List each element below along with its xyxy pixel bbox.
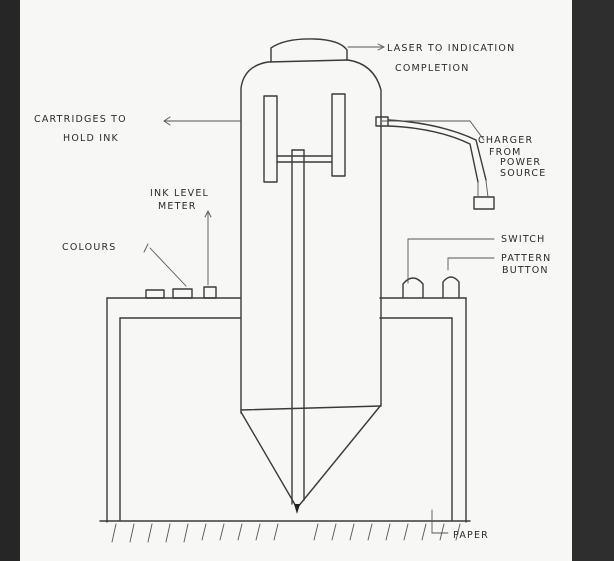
label-paper: PAPER <box>453 530 489 541</box>
label-ink-level-2: METER <box>158 201 197 212</box>
colour-buttons <box>146 287 216 298</box>
label-switch: SWITCH <box>501 234 545 245</box>
label-charger-4: SOURCE <box>500 168 546 179</box>
pen-body <box>241 39 381 514</box>
label-pattern-2: BUTTON <box>502 265 549 276</box>
charger-cable <box>376 117 494 209</box>
leader-lines <box>144 44 494 533</box>
label-laser: LASER TO INDICATION <box>387 43 515 54</box>
label-colours: COLOURS <box>62 242 117 253</box>
switch-buttons <box>403 277 459 297</box>
table-stand <box>107 298 466 522</box>
label-charger: CHARGER <box>478 135 533 146</box>
label-laser-2: COMPLETION <box>395 63 470 74</box>
label-cartridges-2: HOLD INK <box>63 133 119 144</box>
label-charger-3: POWER <box>500 157 541 168</box>
labels: LASER TO INDICATION COMPLETION CARTRIDGE… <box>34 43 551 541</box>
label-cartridges: CARTRIDGES TO <box>34 114 127 125</box>
label-pattern: PATTERN <box>501 253 551 264</box>
label-ink-level: INK LEVEL <box>150 188 209 199</box>
ground-hatch <box>100 521 470 542</box>
